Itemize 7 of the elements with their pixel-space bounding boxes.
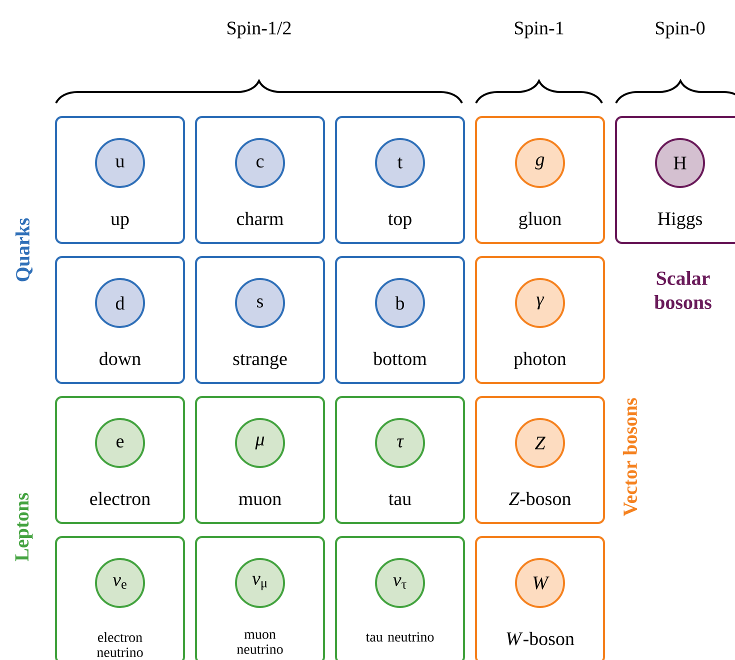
group-label: Vector bosons bbox=[622, 398, 638, 516]
spin-label: Spin-1 bbox=[514, 22, 564, 38]
spin-label: Spin-1/2 bbox=[228, 22, 291, 38]
group-label: Leptons bbox=[15, 493, 33, 562]
group-label: Quarks bbox=[15, 218, 33, 282]
group-label: Scalar bosons bbox=[654, 270, 712, 310]
spin-label: Spin-0 bbox=[656, 22, 705, 38]
